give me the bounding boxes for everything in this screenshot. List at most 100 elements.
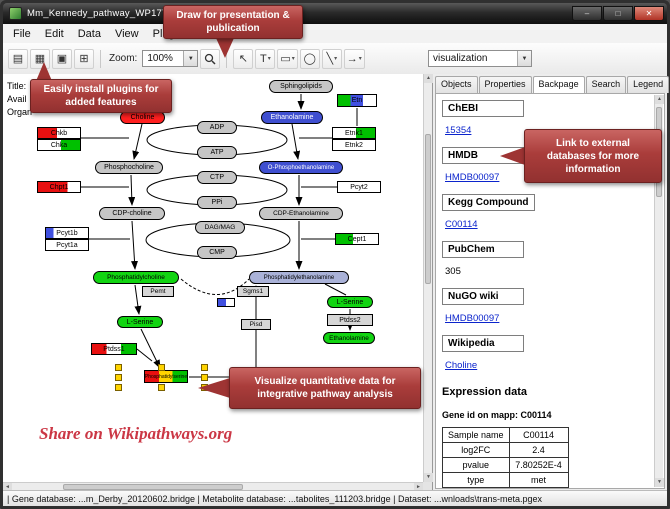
pathway-node-o-phosphoethanolamine[interactable]: O-Phosphoethanolamine <box>259 161 343 174</box>
visualization-combobox[interactable]: visualization ▼ <box>428 50 532 67</box>
chevron-down-icon: ▾ <box>334 56 338 62</box>
menu-item-data[interactable]: Data <box>77 27 101 40</box>
toolbar-separator <box>226 49 228 68</box>
pathway-node-cdp-choline[interactable]: CDP-choline <box>99 207 165 220</box>
selection-handle[interactable] <box>115 384 122 391</box>
backpage-link-chebi[interactable]: 15354 <box>445 125 472 136</box>
new-file-icon[interactable]: ▤ <box>8 48 28 69</box>
selection-handle[interactable] <box>158 384 165 391</box>
meta-availability-label: Avail <box>7 94 27 104</box>
selection-handle[interactable] <box>115 374 122 381</box>
horizontal-scrollbar-thumb[interactable] <box>63 484 243 490</box>
zoom-combobox[interactable]: 100% ▼ <box>142 50 199 67</box>
pathway-node-pcyt1a[interactable]: Pcyt1a <box>45 239 89 251</box>
scroll-left-icon[interactable]: ◄ <box>3 483 12 492</box>
export-icon[interactable]: ⊞ <box>74 48 94 69</box>
tab-backpage[interactable]: Backpage <box>532 76 585 93</box>
backpage-link-nugo-wiki[interactable]: HMDB00097 <box>445 313 500 324</box>
zoom-label: Zoom: <box>109 53 138 64</box>
statusbar: | Gene database: ...m_Derby_20120602.bri… <box>3 490 667 506</box>
shape-tool-icon[interactable]: ▭▾ <box>277 48 298 69</box>
pathway-node-pcyt2[interactable]: Pcyt2 <box>337 181 381 193</box>
scroll-up-icon[interactable]: ▲ <box>655 95 664 104</box>
pathway-node-item[interactable] <box>217 298 235 307</box>
pathway-node-ppi[interactable]: PPi <box>197 196 237 209</box>
expr-cell: 2.4 <box>508 442 569 458</box>
pathway-node-phosphocholine[interactable]: Phosphocholine <box>95 161 163 174</box>
toolbar-draw-tools: ↖T▾▭▾◯╲▾→▾ <box>233 48 365 69</box>
backpage-link-kegg-compound[interactable]: C00114 <box>445 219 478 230</box>
arrow-tool-icon[interactable]: →▾ <box>343 48 365 69</box>
pathway-node-cept1[interactable]: Cept1 <box>335 233 379 245</box>
backpage-section-kegg-compound: Kegg Compound <box>442 194 535 211</box>
pathway-node-etnk2[interactable]: Etnk2 <box>332 139 376 151</box>
ellipse-tool-icon[interactable]: ◯ <box>299 48 320 69</box>
pathway-node-dag-mag[interactable]: DAG/MAG <box>195 221 245 234</box>
backpage-section-chebi: ChEBI <box>442 100 524 117</box>
pathway-node-adp[interactable]: ADP <box>197 121 237 134</box>
close-button[interactable]: ✕ <box>634 6 664 21</box>
pathway-node-etnk1[interactable]: Etnk1 <box>332 127 376 139</box>
expr-cell: C00114 <box>508 427 569 443</box>
app-icon <box>9 7 22 20</box>
pathway-node-atp[interactable]: ATP <box>197 146 237 159</box>
scroll-down-icon[interactable]: ▼ <box>655 478 664 487</box>
expr-cell: 7.80252E-4 <box>508 457 569 473</box>
pathway-node-etn[interactable]: Etn <box>337 94 377 107</box>
canvas-horizontal-scrollbar[interactable]: ◄ ► <box>3 482 423 492</box>
visualization-value: visualization <box>433 53 488 64</box>
save-icon[interactable]: ▣ <box>52 48 72 69</box>
pathway-node-ethanolamine[interactable]: Ethanolamine <box>261 111 323 124</box>
pathway-node-phosphatidylcholine[interactable]: Phosphatidylcholine <box>93 271 179 284</box>
pathway-node-phosphatidylethanolamine[interactable]: Phosphatidylethanolamine <box>249 271 349 284</box>
scroll-right-icon[interactable]: ► <box>414 483 423 492</box>
chevron-down-icon[interactable]: ▼ <box>183 51 198 66</box>
selection-handle[interactable] <box>201 364 208 371</box>
pathway-node-ptdss1[interactable]: Ptdss1 <box>91 343 137 355</box>
menu-item-file[interactable]: File <box>13 27 31 40</box>
pathway-node-ethanolamine[interactable]: Ethanolamine <box>323 332 375 344</box>
tab-search[interactable]: Search <box>585 76 627 93</box>
scroll-up-icon[interactable]: ▲ <box>424 74 433 83</box>
pathway-node-pisd[interactable]: Pisd <box>241 319 271 330</box>
pathway-node-chka[interactable]: Chka <box>37 139 81 151</box>
pathway-node-chpt1[interactable]: Chpt1 <box>37 181 81 193</box>
pathway-node-l-serine[interactable]: L-Serine <box>117 316 163 328</box>
pathway-node-pcyt1b[interactable]: Pcyt1b <box>45 227 89 239</box>
selection-handles <box>3 74 423 482</box>
pathway-node-chkb[interactable]: Chkb <box>37 127 81 139</box>
selection-handle[interactable] <box>115 364 122 371</box>
pathway-node-pemt[interactable]: Pemt <box>142 286 174 297</box>
backpage-section-wikipedia: Wikipedia <box>442 335 524 352</box>
chevron-down-icon: ▾ <box>267 56 271 62</box>
label-tool-icon[interactable]: T▾ <box>255 48 276 69</box>
selection-handle[interactable] <box>158 364 165 371</box>
line-tool-icon[interactable]: ╲▾ <box>321 48 342 69</box>
pathway-node-cmp[interactable]: CMP <box>197 246 237 259</box>
tab-properties[interactable]: Properties <box>478 76 532 93</box>
pathway-node-sphingolipids[interactable]: Sphingolipids <box>269 80 333 93</box>
pathway-node-ctp[interactable]: CTP <box>197 171 237 184</box>
pathway-node-phosphatidylserine[interactable]: Phosphatidylserine <box>144 370 188 383</box>
scroll-down-icon[interactable]: ▼ <box>424 473 433 482</box>
toolbar: ▤▦▣⊞ Zoom: 100% ▼ ↖T▾▭▾◯╲▾→▾ visualizati… <box>3 43 667 75</box>
chevron-down-icon[interactable]: ▼ <box>517 51 531 66</box>
backpage-link-wikipedia[interactable]: Choline <box>445 360 478 371</box>
pathway-node-l-serine[interactable]: L-Serine <box>327 296 373 308</box>
tab-objects[interactable]: Objects <box>435 76 478 93</box>
tab-legend[interactable]: Legend <box>627 76 670 93</box>
menu-item-edit[interactable]: Edit <box>44 27 64 40</box>
minimize-button[interactable]: – <box>572 6 602 21</box>
select-tool-icon[interactable]: ↖ <box>233 48 254 69</box>
label-tool-icon-glyph: T <box>259 52 267 65</box>
menu-item-view[interactable]: View <box>114 27 139 40</box>
maximize-button[interactable]: □ <box>603 6 633 21</box>
canvas-vertical-scrollbar[interactable]: ▲ ▼ <box>423 74 433 482</box>
pathway-node-cdp-ethanolamine[interactable]: CDP-Ethanolamine <box>259 207 343 220</box>
vertical-scrollbar-thumb[interactable] <box>425 134 431 284</box>
backpage-link-hmdb[interactable]: HMDB00097 <box>445 172 500 183</box>
zoom-magnifier-icon[interactable] <box>200 48 221 69</box>
